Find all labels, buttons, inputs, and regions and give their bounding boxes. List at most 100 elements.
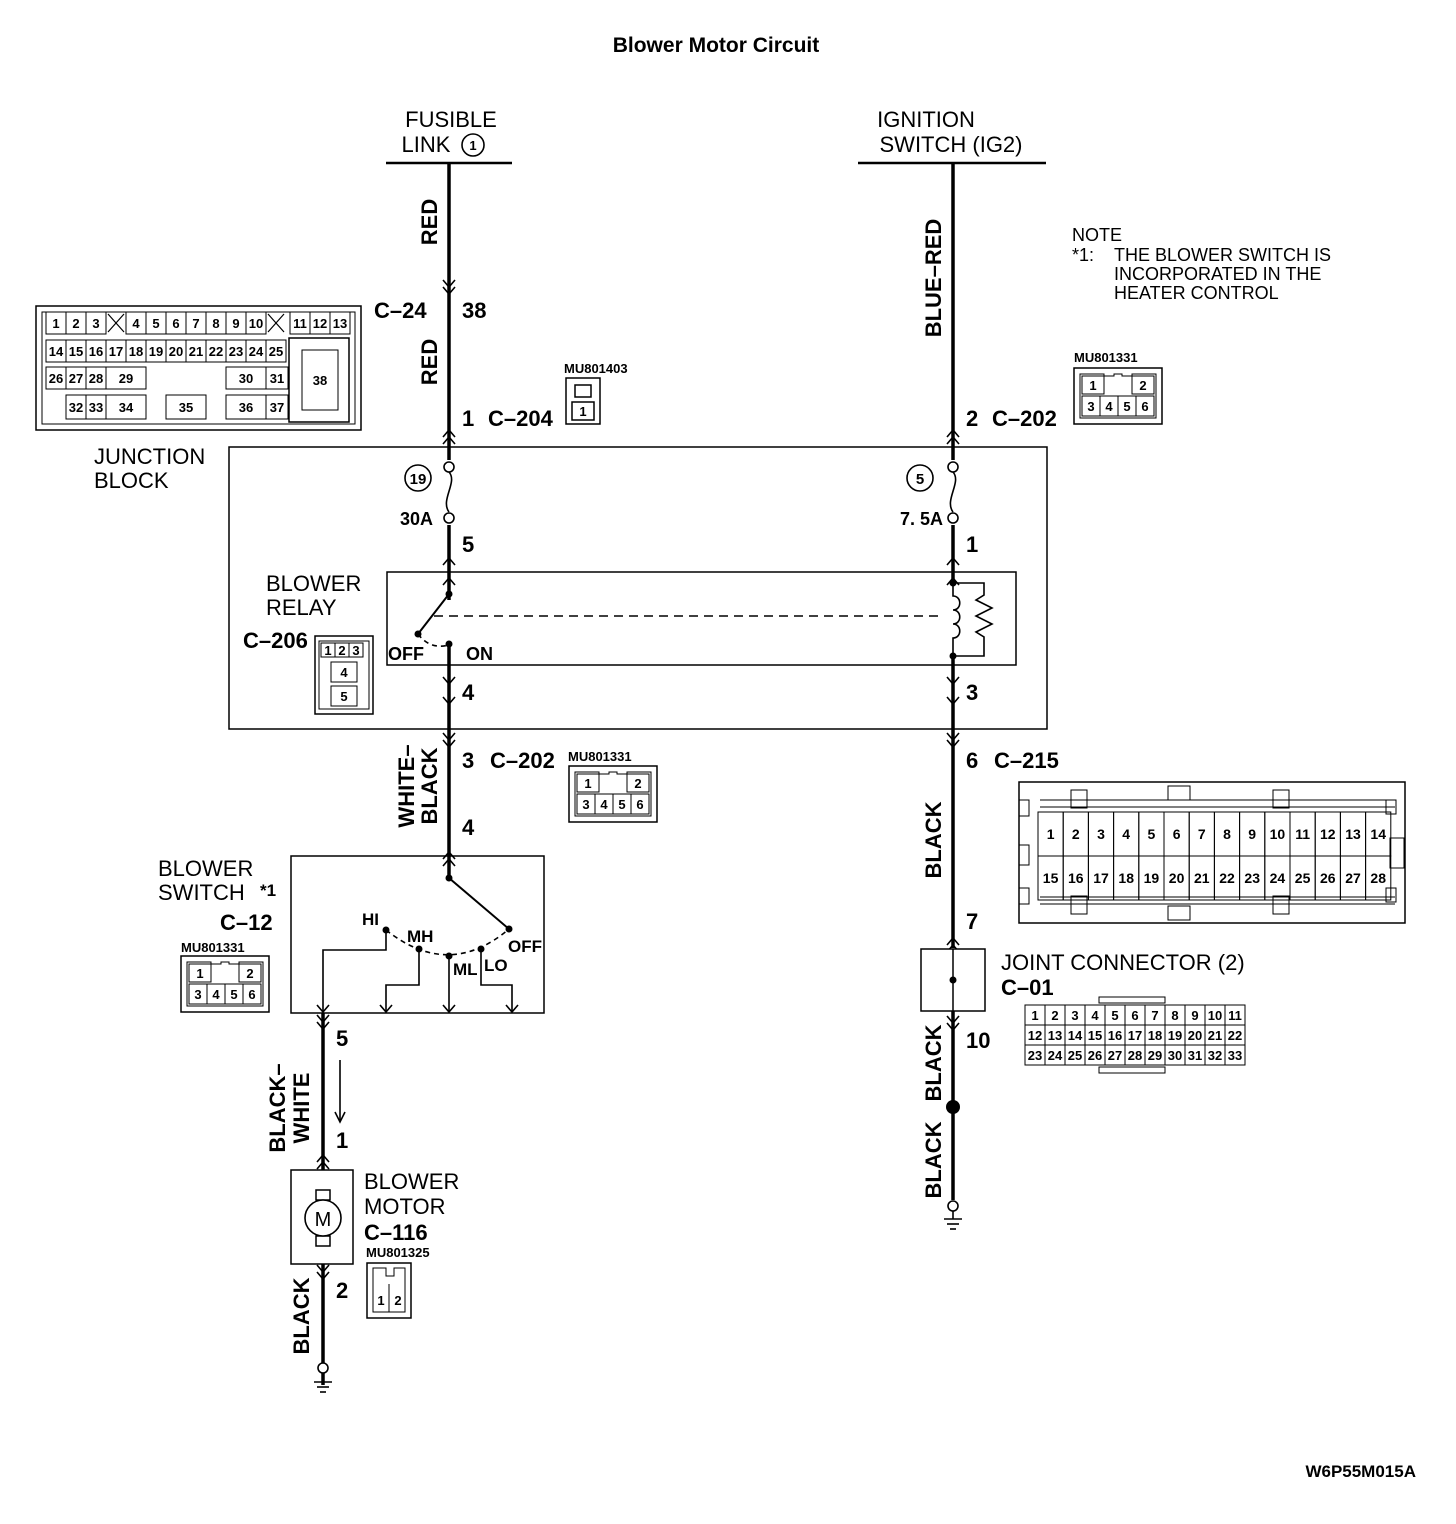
- connector-c204-face: MU801403 1: [564, 361, 628, 425]
- blower-switch-marker: *1: [260, 881, 276, 900]
- c24-pin-18: 18: [129, 344, 143, 359]
- ignition-switch-source: IGNITION SWITCH (IG2): [858, 107, 1046, 165]
- c24-pin-10: 10: [249, 316, 263, 331]
- c24-pin-28: 28: [89, 371, 103, 386]
- note-heading: NOTE: [1072, 225, 1122, 245]
- ignition-switch-label-2: SWITCH (IG2): [880, 132, 1023, 157]
- note: NOTE *1: THE BLOWER SWITCH IS INCORPORAT…: [1072, 225, 1331, 303]
- c01-pin-7: 7: [1151, 1008, 1158, 1023]
- connector-c204-part: MU801403: [564, 361, 628, 376]
- connector-c01-label: C–01: [1001, 975, 1054, 1000]
- c01-pin-25: 25: [1068, 1048, 1082, 1063]
- c215-pin-20: 20: [1169, 870, 1185, 886]
- blower-switch-label-2: SWITCH: [158, 880, 245, 905]
- blower-switch-pin-out: 5: [336, 1026, 348, 1051]
- c24-pin-35: 35: [179, 400, 193, 415]
- c202-mid-pin-6: 6: [636, 797, 643, 812]
- c24-pin-33: 33: [89, 400, 103, 415]
- switch-position-off: OFF: [508, 937, 542, 956]
- c01-pin-27: 27: [1108, 1048, 1122, 1063]
- c24-pin-37: 37: [270, 400, 284, 415]
- c01-pin-20: 20: [1188, 1028, 1202, 1043]
- c215-pin-5: 5: [1148, 826, 1156, 842]
- c24-pin-3: 3: [92, 316, 99, 331]
- connector-c202-top-label: C–202: [992, 406, 1057, 431]
- c01-pin-8: 8: [1171, 1008, 1178, 1023]
- c24-pin-32: 32: [69, 400, 83, 415]
- c206-pin-5: 5: [340, 689, 347, 704]
- note-line-2: INCORPORATED IN THE: [1114, 264, 1321, 284]
- c206-pin-4: 4: [340, 665, 348, 680]
- c01-pin-6: 6: [1131, 1008, 1138, 1023]
- joint-connector-label: JOINT CONNECTOR (2): [1001, 950, 1245, 975]
- c24-pin-20: 20: [169, 344, 183, 359]
- blower-switch-label-1: BLOWER: [158, 856, 253, 881]
- fusible-link-number: 1: [469, 138, 476, 153]
- c01-pin-33: 33: [1228, 1048, 1242, 1063]
- blower-switch-pin-in: 4: [462, 815, 475, 840]
- fuse-right-number: 5: [916, 471, 924, 488]
- fusible-link-number-circle: [461, 133, 485, 157]
- blower-motor-label-1: BLOWER: [364, 1169, 459, 1194]
- wire-color-black-motor: BLACK: [289, 1277, 314, 1354]
- jb-pin-left-lower: 4: [462, 680, 475, 705]
- c202-top-pin-2: 2: [1139, 378, 1146, 393]
- c24-pin-23: 23: [229, 344, 243, 359]
- c24-pin-27: 27: [69, 371, 83, 386]
- fusible-link-source: FUSIBLE LINK 1: [386, 107, 512, 165]
- connector-c12-part: MU801331: [181, 940, 245, 955]
- c24-pin-31: 31: [270, 371, 284, 386]
- joint-connector-pin-in: 7: [966, 909, 978, 934]
- c215-pin-11: 11: [1295, 826, 1310, 842]
- c01-pin-22: 22: [1228, 1028, 1242, 1043]
- fuse-left-rating: 30A: [400, 509, 433, 529]
- fuse-left-number: 19: [410, 471, 427, 488]
- c215-pin-14: 14: [1370, 826, 1386, 842]
- c01-pin-15: 15: [1088, 1028, 1102, 1043]
- c202-top-pin-6: 6: [1141, 399, 1148, 414]
- c01-pin-4: 4: [1091, 1008, 1099, 1023]
- fuse-right-rating: 7. 5A: [900, 509, 943, 529]
- c24-pin-2: 2: [72, 316, 79, 331]
- wire-color-black-white-2: WHITE: [289, 1073, 314, 1144]
- c24-pin-17: 17: [109, 344, 123, 359]
- c215-pin-4: 4: [1122, 826, 1130, 842]
- c12-pin-5: 5: [230, 987, 237, 1002]
- figure-code: W6P55M015A: [1305, 1462, 1416, 1481]
- fusible-link-label-1: FUSIBLE: [405, 107, 497, 132]
- connector-c202-mid-pin: 3: [462, 748, 474, 773]
- junction-block-label-2: BLOCK: [94, 468, 169, 493]
- c215-pin-7: 7: [1198, 826, 1206, 842]
- note-line-1: THE BLOWER SWITCH IS: [1114, 245, 1331, 265]
- c01-pin-29: 29: [1148, 1048, 1162, 1063]
- c01-pin-16: 16: [1108, 1028, 1122, 1043]
- c01-pin-21: 21: [1208, 1028, 1222, 1043]
- c206-pin-2: 2: [338, 643, 345, 658]
- joint-connector-pin-out: 10: [966, 1028, 990, 1053]
- ignition-switch-label-1: IGNITION: [877, 107, 975, 132]
- c01-pin-26: 26: [1088, 1048, 1102, 1063]
- switch-position-ml: ML: [453, 960, 478, 979]
- wire-color-red-mid: RED: [417, 339, 442, 385]
- c24-pin-4: 4: [132, 316, 140, 331]
- c12-pin-6: 6: [248, 987, 255, 1002]
- c215-pin-18: 18: [1118, 870, 1134, 886]
- c01-pin-3: 3: [1071, 1008, 1078, 1023]
- c24-pin-5: 5: [152, 316, 159, 331]
- c24-pin-14: 14: [49, 344, 64, 359]
- c202-top-pin-1: 1: [1089, 378, 1096, 393]
- switch-position-lo: LO: [484, 956, 508, 975]
- c215-pin-23: 23: [1244, 870, 1260, 886]
- c01-pin-10: 10: [1208, 1008, 1222, 1023]
- c01-pin-32: 32: [1208, 1048, 1222, 1063]
- c215-pin-22: 22: [1219, 870, 1235, 886]
- c202-top-pin-3: 3: [1087, 399, 1094, 414]
- wire-color-white-black-1: WHITE–: [394, 744, 419, 827]
- c202-mid-pin-1: 1: [584, 776, 591, 791]
- c24-pin-7: 7: [192, 316, 199, 331]
- c24-pin-29: 29: [119, 371, 133, 386]
